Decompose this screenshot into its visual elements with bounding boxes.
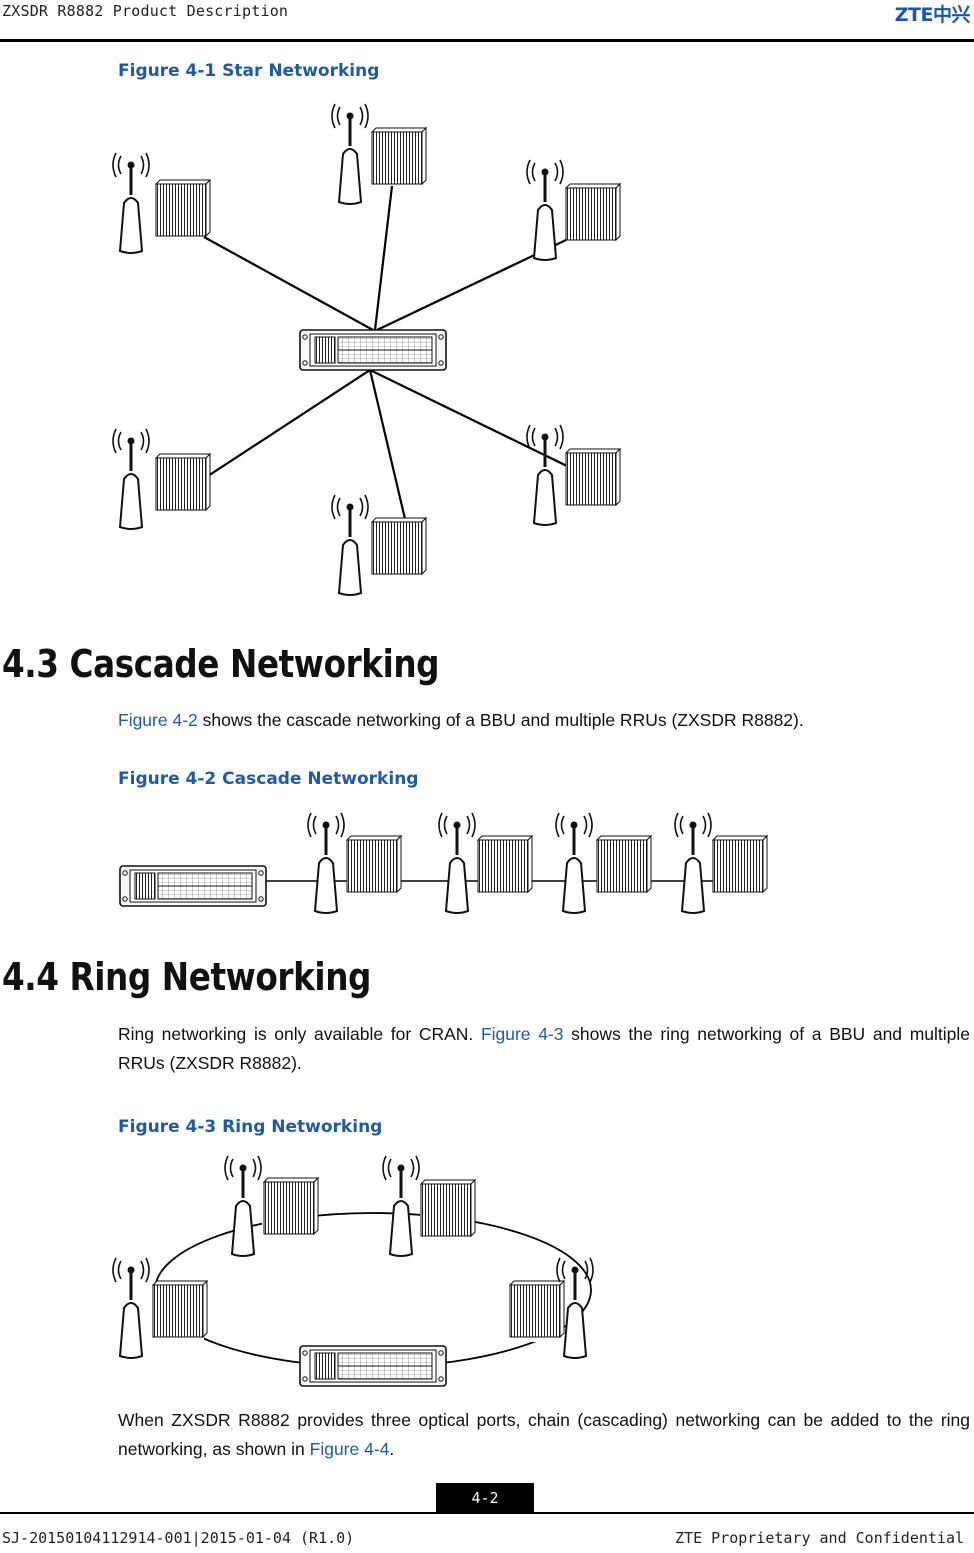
rru-unit xyxy=(420,1179,476,1237)
antenna-icon xyxy=(525,423,565,527)
section-heading-4-4: 4.4 Ring Networking xyxy=(2,955,371,999)
figure-4-2-link[interactable]: Figure 4-2 xyxy=(118,710,198,730)
document-title: ZXSDR R8882 Product Description xyxy=(2,2,289,20)
rru-unit xyxy=(263,1177,319,1235)
bbu-chassis xyxy=(119,865,267,907)
rru-unit xyxy=(152,1280,208,1338)
rru-unit xyxy=(371,127,427,185)
antenna-icon xyxy=(111,151,151,255)
ring-networking-diagram xyxy=(111,1154,595,1390)
rru-unit xyxy=(371,517,427,575)
rru-unit xyxy=(712,835,768,893)
rru-unit xyxy=(477,835,533,893)
bbu-chassis xyxy=(299,329,447,371)
antenna-icon xyxy=(554,811,594,915)
rru-unit xyxy=(596,835,652,893)
paragraph-chain: When ZXSDR R8882 provides three optical … xyxy=(118,1410,970,1459)
document-id: SJ-20150104112914-001|2015-01-04 (R1.0) xyxy=(2,1529,355,1547)
rru-unit xyxy=(155,453,211,511)
antenna-icon xyxy=(223,1154,263,1258)
section-heading-4-3: 4.3 Cascade Networking xyxy=(2,642,440,686)
antenna-icon xyxy=(111,1256,151,1360)
antenna-icon xyxy=(330,493,370,597)
antenna-icon xyxy=(330,102,370,206)
paragraph-ring: Ring networking is only available for CR… xyxy=(118,1024,970,1073)
rru-unit xyxy=(155,179,211,237)
confidentiality-notice: ZTE Proprietary and Confidential xyxy=(675,1529,964,1547)
header-rule xyxy=(0,39,974,42)
cascade-networking-diagram xyxy=(119,811,768,915)
bbu-chassis xyxy=(299,1345,447,1387)
zte-logo: ZTE中兴 xyxy=(894,4,971,26)
rru-unit xyxy=(346,835,402,893)
rru-unit xyxy=(509,1280,565,1338)
footer-rule xyxy=(0,1512,974,1514)
rru-unit xyxy=(565,448,621,506)
antenna-icon xyxy=(437,811,477,915)
figure-4-3-link[interactable]: Figure 4-3 xyxy=(480,1024,564,1044)
figure-4-1-caption: Figure 4-1 Star Networking xyxy=(118,61,380,81)
figure-4-3-caption: Figure 4-3 Ring Networking xyxy=(118,1117,383,1137)
figure-4-2-caption: Figure 4-2 Cascade Networking xyxy=(118,769,419,789)
rru-unit xyxy=(565,183,621,241)
antenna-icon xyxy=(111,427,151,531)
antenna-icon xyxy=(381,1154,421,1258)
antenna-icon xyxy=(673,811,713,915)
figure-4-4-link[interactable]: Figure 4-4 xyxy=(309,1439,390,1459)
star-networking-diagram xyxy=(111,102,621,597)
paragraph-cascade: Figure 4-2 shows the cascade networking … xyxy=(118,710,804,730)
page-number: 4-2 xyxy=(436,1483,534,1513)
antenna-icon xyxy=(306,811,346,915)
